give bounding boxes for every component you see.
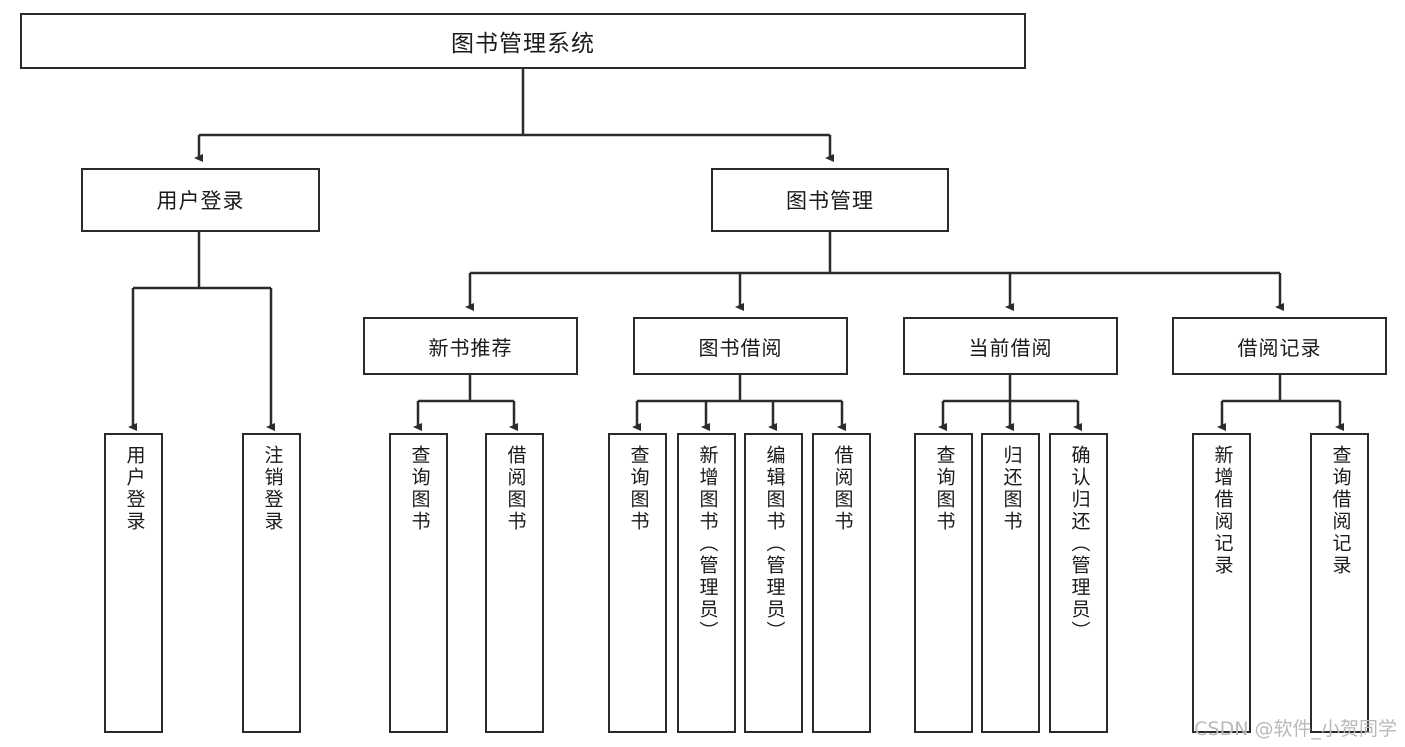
node-user-login[interactable]: 用户登录 — [81, 168, 320, 232]
node-label: 图书借阅 — [698, 335, 783, 360]
leaf-record-add-record[interactable]: 新增借阅记录 — [1192, 433, 1251, 733]
node-label: 当前借阅 — [968, 335, 1053, 360]
leaf-recommend-borrow-book[interactable]: 借阅图书 — [485, 433, 544, 733]
node-borrow-record[interactable]: 借阅记录 — [1172, 317, 1387, 375]
node-label: 用户登录 — [123, 445, 146, 533]
node-label: 查询图书 — [627, 445, 650, 533]
leaf-user-login-signin[interactable]: 用户登录 — [104, 433, 163, 733]
node-new-book-recommend[interactable]: 新书推荐 — [363, 317, 578, 375]
node-label: 归还图书 — [1000, 445, 1023, 533]
node-label: 注销登录 — [261, 445, 284, 533]
leaf-borrow-edit-book-admin[interactable]: 编辑图书（管理员） — [744, 433, 803, 733]
leaf-current-return-book[interactable]: 归还图书 — [981, 433, 1040, 733]
node-label: 新增图书（管理员） — [696, 445, 719, 643]
leaf-borrow-borrow-book[interactable]: 借阅图书 — [812, 433, 871, 733]
node-label: 借阅图书 — [504, 445, 527, 533]
node-label: 查询借阅记录 — [1329, 445, 1352, 577]
leaf-current-confirm-return-admin[interactable]: 确认归还（管理员） — [1049, 433, 1108, 733]
leaf-record-query-record[interactable]: 查询借阅记录 — [1310, 433, 1369, 733]
csdn-watermark: CSDN @软件_小贺同学 — [1194, 718, 1397, 740]
leaf-borrow-add-book-admin[interactable]: 新增图书（管理员） — [677, 433, 736, 733]
node-label: 查询图书 — [933, 445, 956, 533]
leaf-current-query-book[interactable]: 查询图书 — [914, 433, 973, 733]
node-root-system[interactable]: 图书管理系统 — [20, 13, 1026, 69]
node-book-management[interactable]: 图书管理 — [711, 168, 949, 232]
node-label: 查询图书 — [408, 445, 431, 533]
node-label: 编辑图书（管理员） — [763, 445, 786, 643]
leaf-borrow-query-book[interactable]: 查询图书 — [608, 433, 667, 733]
node-label: 借阅图书 — [831, 445, 854, 533]
node-book-borrow[interactable]: 图书借阅 — [633, 317, 848, 375]
node-label: 用户登录 — [156, 189, 245, 213]
node-label: 确认归还（管理员） — [1068, 445, 1091, 643]
node-label: 新增借阅记录 — [1211, 445, 1234, 577]
leaf-recommend-query-book[interactable]: 查询图书 — [389, 433, 448, 733]
node-label: 图书管理 — [786, 189, 874, 213]
node-label: 借阅记录 — [1237, 335, 1322, 360]
leaf-user-login-signout[interactable]: 注销登录 — [242, 433, 301, 733]
node-label: 新书推荐 — [428, 335, 513, 360]
node-label: 图书管理系统 — [451, 31, 595, 57]
node-current-borrow[interactable]: 当前借阅 — [903, 317, 1118, 375]
